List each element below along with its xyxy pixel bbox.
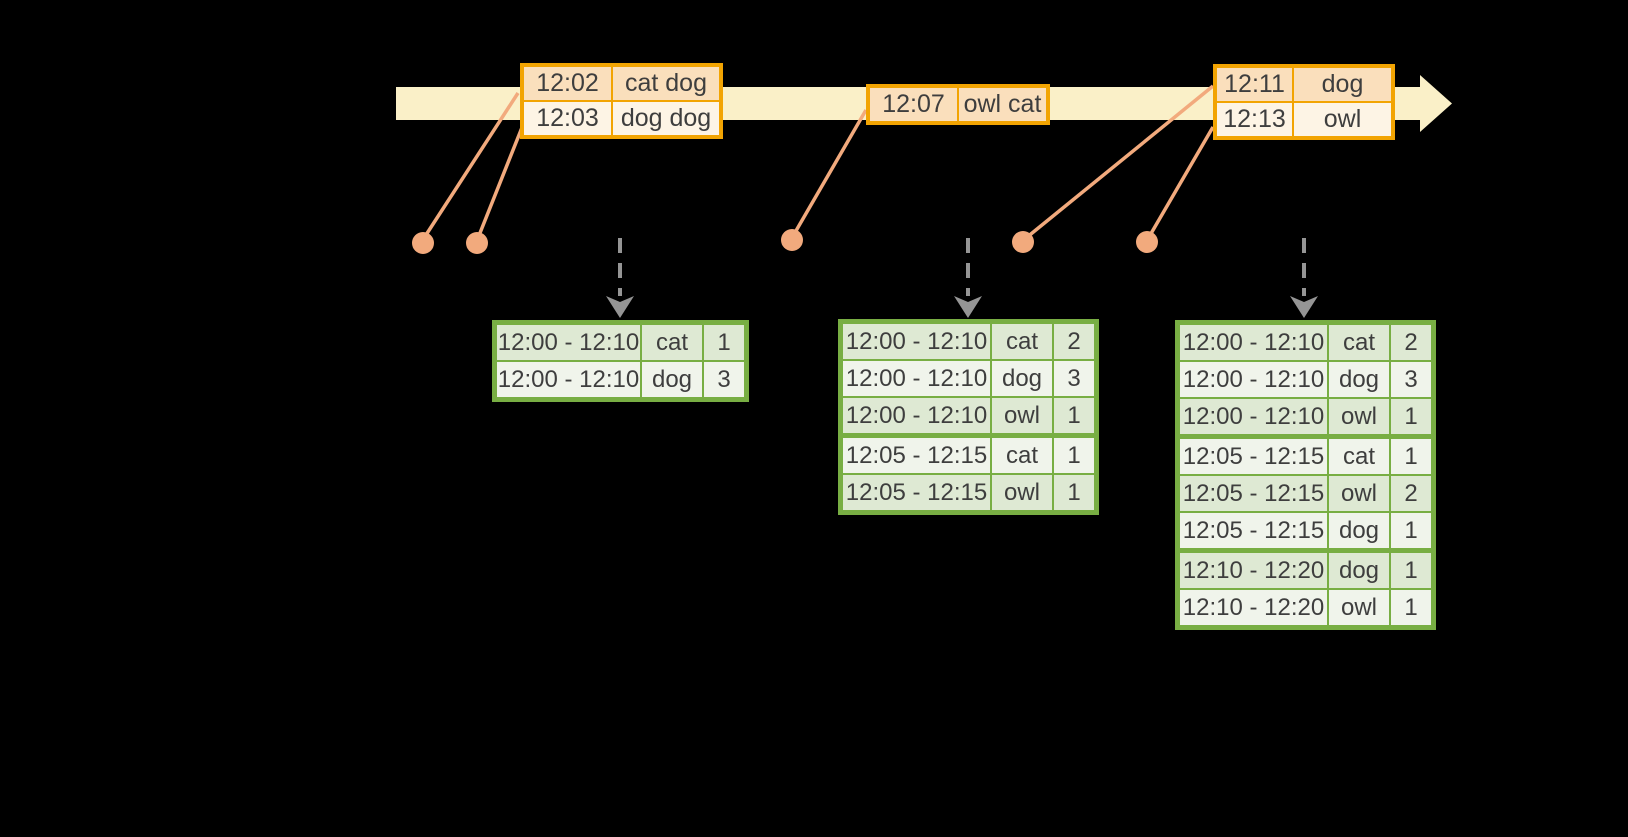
count-cell: 1 bbox=[1389, 513, 1431, 548]
trigger-arrow-lines bbox=[618, 238, 1306, 296]
count-cell: 1 bbox=[1389, 439, 1431, 474]
window-cell: 12:00 - 12:10 bbox=[843, 324, 990, 359]
event-time-cell: 12:11 bbox=[1217, 68, 1292, 101]
event-dots bbox=[412, 229, 1158, 254]
word-cell: cat bbox=[1327, 325, 1389, 360]
word-cell: dog bbox=[1327, 553, 1389, 588]
event-dot-1207 bbox=[781, 229, 803, 251]
result-table-3: 12:00 - 12:10 cat 2 12:00 - 12:10 dog 3 … bbox=[1175, 320, 1436, 630]
window-cell: 12:10 - 12:20 bbox=[1180, 553, 1327, 588]
connector-line-1203 bbox=[476, 124, 525, 239]
word-cell: owl bbox=[990, 398, 1052, 433]
word-cell: dog bbox=[1327, 362, 1389, 397]
connector-line-1213 bbox=[1147, 126, 1215, 238]
count-cell: 3 bbox=[702, 362, 744, 397]
result-row: 12:10 - 12:20 owl 1 bbox=[1180, 588, 1431, 625]
event-connector-lines bbox=[422, 84, 1215, 240]
result-row: 12:05 - 12:15 cat 1 bbox=[843, 433, 1094, 473]
result-row: 12:00 - 12:10 cat 2 bbox=[1180, 325, 1431, 360]
window-cell: 12:00 - 12:10 bbox=[1180, 325, 1327, 360]
event-time-cell: 12:07 bbox=[870, 88, 957, 121]
trigger-arrowheads bbox=[606, 296, 1318, 318]
event-time-cell: 12:03 bbox=[524, 102, 611, 135]
connector-line-1202 bbox=[422, 92, 520, 239]
word-cell: dog bbox=[990, 361, 1052, 396]
window-cell: 12:00 - 12:10 bbox=[497, 325, 640, 360]
word-cell: owl bbox=[990, 475, 1052, 510]
event-words-cell: owl bbox=[1292, 103, 1391, 136]
count-cell: 3 bbox=[1052, 361, 1094, 396]
connector-line-1207 bbox=[791, 109, 868, 237]
window-cell: 12:05 - 12:15 bbox=[1180, 476, 1327, 511]
count-cell: 1 bbox=[1052, 398, 1094, 433]
word-cell: owl bbox=[1327, 399, 1389, 434]
result-row: 12:05 - 12:15 owl 1 bbox=[843, 473, 1094, 510]
word-cell: cat bbox=[990, 438, 1052, 473]
window-cell: 12:00 - 12:10 bbox=[843, 398, 990, 433]
result-row: 12:00 - 12:10 owl 1 bbox=[843, 396, 1094, 433]
count-cell: 1 bbox=[1052, 475, 1094, 510]
event-row: 12:11 dog bbox=[1217, 68, 1391, 101]
window-cell: 12:10 - 12:20 bbox=[1180, 590, 1327, 625]
window-cell: 12:05 - 12:15 bbox=[1180, 513, 1327, 548]
window-cell: 12:05 - 12:15 bbox=[843, 475, 990, 510]
word-cell: cat bbox=[1327, 439, 1389, 474]
result-row: 12:10 - 12:20 dog 1 bbox=[1180, 548, 1431, 588]
event-dot-1213 bbox=[1136, 231, 1158, 253]
result-table-2: 12:00 - 12:10 cat 2 12:00 - 12:10 dog 3 … bbox=[838, 319, 1099, 515]
event-time-cell: 12:13 bbox=[1217, 103, 1292, 136]
event-time-cell: 12:02 bbox=[524, 67, 611, 100]
result-row: 12:00 - 12:10 dog 3 bbox=[843, 359, 1094, 396]
result-row: 12:05 - 12:15 cat 1 bbox=[1180, 434, 1431, 474]
event-row: 12:13 owl bbox=[1217, 101, 1391, 136]
result-row: 12:00 - 12:10 cat 2 bbox=[843, 324, 1094, 359]
event-words-cell: dog dog bbox=[611, 102, 719, 135]
connector-line-1211 bbox=[1024, 84, 1215, 240]
event-row: 12:02 cat dog bbox=[524, 67, 719, 100]
window-cell: 12:00 - 12:10 bbox=[1180, 399, 1327, 434]
result-row: 12:05 - 12:15 dog 1 bbox=[1180, 511, 1431, 548]
window-cell: 12:00 - 12:10 bbox=[497, 362, 640, 397]
event-words-cell: owl cat bbox=[957, 88, 1046, 121]
count-cell: 1 bbox=[1052, 438, 1094, 473]
trigger-arrowhead-3 bbox=[1290, 296, 1318, 318]
event-words-cell: dog bbox=[1292, 68, 1391, 101]
event-dot-1202 bbox=[412, 232, 434, 254]
window-cell: 12:05 - 12:15 bbox=[843, 438, 990, 473]
word-cell: dog bbox=[1327, 513, 1389, 548]
word-cell: cat bbox=[640, 325, 702, 360]
window-cell: 12:05 - 12:15 bbox=[1180, 439, 1327, 474]
count-cell: 2 bbox=[1052, 324, 1094, 359]
word-cell: owl bbox=[1327, 590, 1389, 625]
event-row: 12:03 dog dog bbox=[524, 100, 719, 135]
count-cell: 1 bbox=[1389, 590, 1431, 625]
word-cell: dog bbox=[640, 362, 702, 397]
trigger-arrowhead-2 bbox=[954, 296, 982, 318]
count-cell: 2 bbox=[1389, 476, 1431, 511]
result-row: 12:00 - 12:10 owl 1 bbox=[1180, 397, 1431, 434]
event-table-3: 12:11 dog 12:13 owl bbox=[1213, 64, 1395, 140]
count-cell: 1 bbox=[1389, 399, 1431, 434]
result-row: 12:00 - 12:10 cat 1 bbox=[497, 325, 744, 360]
count-cell: 1 bbox=[1389, 553, 1431, 588]
result-row: 12:00 - 12:10 dog 3 bbox=[497, 360, 744, 397]
count-cell: 3 bbox=[1389, 362, 1431, 397]
result-row: 12:05 - 12:15 owl 2 bbox=[1180, 474, 1431, 511]
trigger-arrowhead-1 bbox=[606, 296, 634, 318]
word-cell: owl bbox=[1327, 476, 1389, 511]
event-dot-1203 bbox=[466, 232, 488, 254]
event-dot-1211 bbox=[1012, 231, 1034, 253]
event-row: 12:07 owl cat bbox=[870, 88, 1046, 121]
event-table-1: 12:02 cat dog 12:03 dog dog bbox=[520, 63, 723, 139]
result-table-1: 12:00 - 12:10 cat 1 12:00 - 12:10 dog 3 bbox=[492, 320, 749, 402]
event-table-2: 12:07 owl cat bbox=[866, 84, 1050, 125]
count-cell: 1 bbox=[702, 325, 744, 360]
event-words-cell: cat dog bbox=[611, 67, 719, 100]
window-cell: 12:00 - 12:10 bbox=[843, 361, 990, 396]
count-cell: 2 bbox=[1389, 325, 1431, 360]
result-row: 12:00 - 12:10 dog 3 bbox=[1180, 360, 1431, 397]
word-cell: cat bbox=[990, 324, 1052, 359]
window-cell: 12:00 - 12:10 bbox=[1180, 362, 1327, 397]
